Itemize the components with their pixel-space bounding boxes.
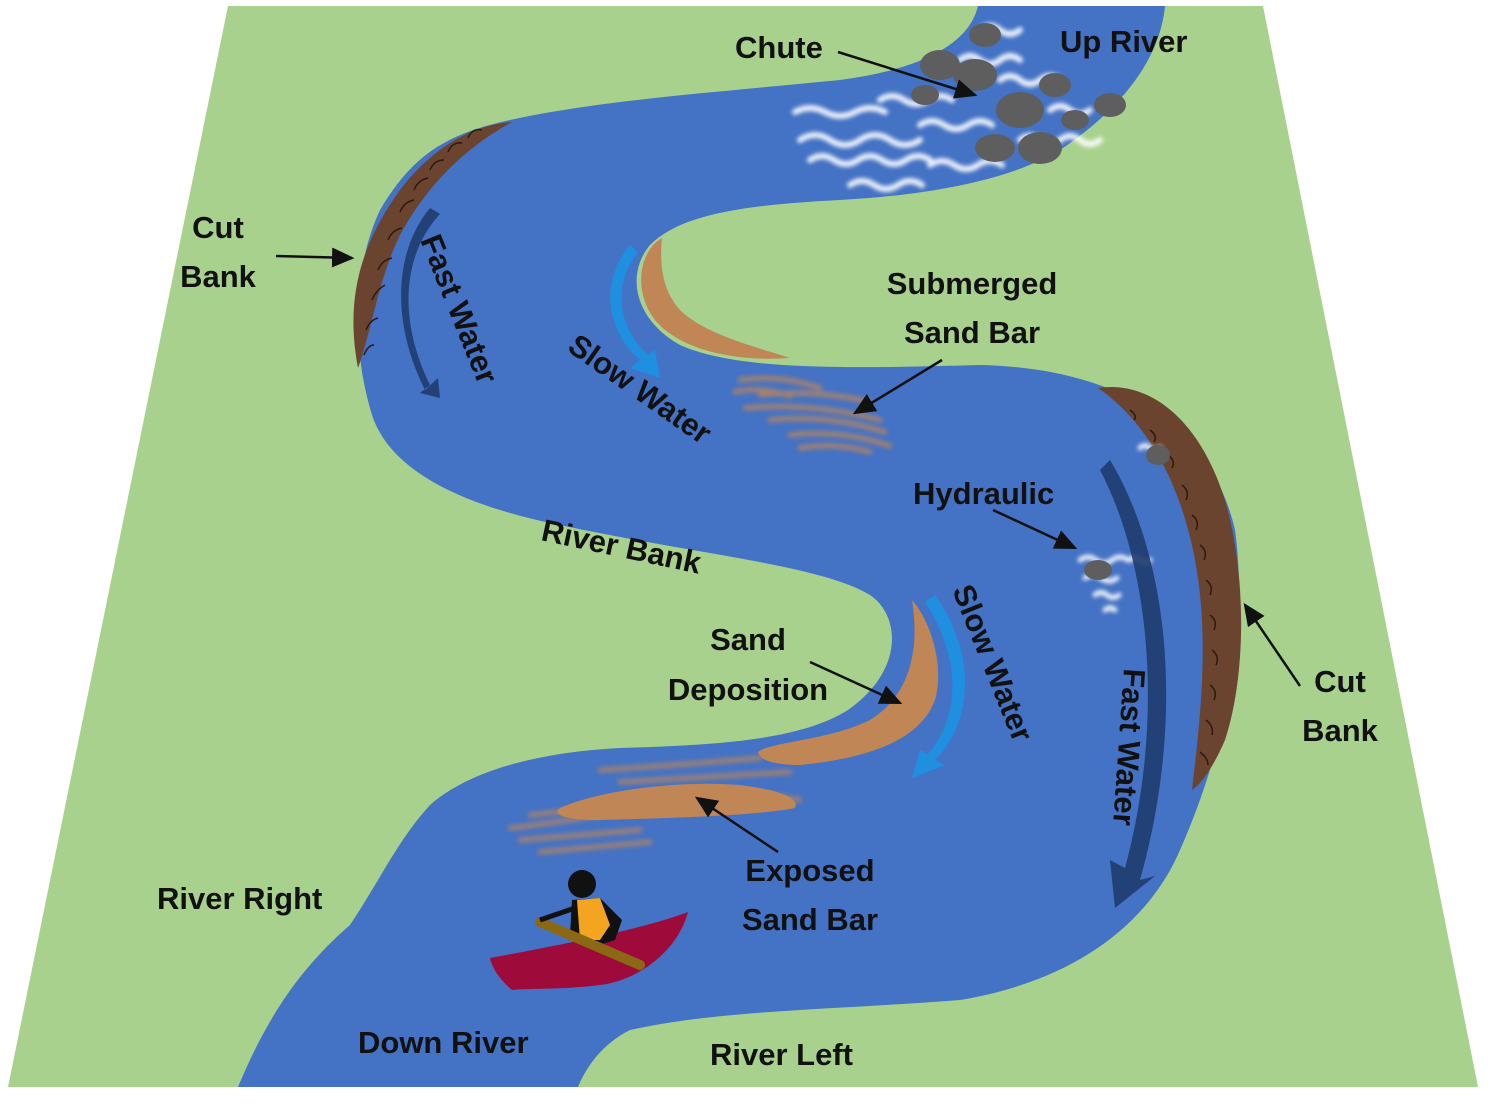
cut-bank-tick <box>365 317 379 331</box>
label-submerged-1: Submerged <box>887 266 1058 301</box>
sand-streak <box>742 404 883 423</box>
sand-deposit-lower <box>758 600 939 765</box>
rock <box>996 92 1044 128</box>
cut-bank-tick <box>467 128 483 139</box>
rock <box>1094 93 1126 117</box>
river-water <box>238 6 1239 1087</box>
sand-streak <box>527 802 623 818</box>
rock <box>920 50 960 80</box>
cut-bank-tick <box>387 227 403 241</box>
cut-bank-tick <box>1149 429 1157 443</box>
label-sand-deposition-2: Deposition <box>668 672 828 707</box>
foam-streak <box>877 93 955 107</box>
label-river-right: River Right <box>157 881 322 916</box>
sand-streak <box>797 443 873 455</box>
rock <box>911 85 939 105</box>
life-vest <box>577 898 610 940</box>
cut-bank-tick <box>1199 751 1209 766</box>
label-up-river: Up River <box>1060 24 1187 59</box>
cut-bank-right <box>1098 386 1242 790</box>
fast-water-arrow-upper <box>401 208 440 398</box>
rock <box>975 134 1015 162</box>
label-cut-bank-right-2: Bank <box>1302 713 1379 748</box>
cut-bank-tick <box>377 257 393 271</box>
slow-water-arrow-upper <box>610 245 660 378</box>
rock <box>1061 110 1089 130</box>
sand-streak <box>517 827 643 843</box>
label-hydraulic: Hydraulic <box>913 476 1054 511</box>
sand-deposition-arrow <box>809 660 903 705</box>
chute-arrow <box>837 50 978 99</box>
label-cut-bank-right-1: Cut <box>1314 664 1366 699</box>
exposed-sand-bar <box>507 755 803 855</box>
label-exposed-1: Exposed <box>745 853 874 888</box>
cut-bank-tick <box>363 344 375 356</box>
sand-deposit-upper <box>641 238 790 359</box>
chute-rocks <box>911 23 1126 164</box>
hydraulic-arrow <box>992 508 1078 550</box>
sand-streak <box>732 387 793 399</box>
cut-bank-tick <box>399 199 415 213</box>
cut-bank-tick <box>1209 684 1217 701</box>
label-sand-deposition-1: Sand <box>710 622 786 657</box>
foam-streak <box>1092 590 1122 600</box>
cut-bank-left-arrow <box>275 247 355 268</box>
cut-bank-tick <box>371 284 386 301</box>
rock <box>1039 73 1071 97</box>
submerged-sand-bar <box>732 375 893 455</box>
foam-streak <box>847 178 925 192</box>
fast-water-arrow-lower <box>1100 460 1167 908</box>
cut-bank-tick <box>1191 514 1199 531</box>
hydraulic-rock <box>1084 560 1112 580</box>
foam-streak <box>797 132 923 148</box>
rock <box>969 23 1001 47</box>
rock <box>953 59 997 91</box>
sand-streak <box>537 839 653 855</box>
label-down-river: Down River <box>358 1025 529 1060</box>
cut-bank-tick <box>447 142 463 153</box>
label-chute: Chute <box>735 30 823 65</box>
sand-streak <box>767 416 888 435</box>
paddler-arm <box>539 905 576 923</box>
cut-bank-right-arrow <box>1243 602 1302 687</box>
sand-streak <box>737 375 823 391</box>
foam-streak <box>807 153 933 167</box>
label-river-left: River Left <box>710 1037 853 1072</box>
cut-bank-tick <box>413 177 429 191</box>
cut-bank-tick <box>1199 544 1207 561</box>
cut-bank-tick <box>1129 409 1137 421</box>
cut-bank-left-texture <box>363 128 483 356</box>
foam-streak <box>1102 605 1118 613</box>
foam-streak <box>792 105 888 119</box>
label-submerged-2: Sand Bar <box>904 315 1040 350</box>
sand-streak <box>507 812 603 831</box>
rock <box>1018 132 1062 164</box>
label-exposed-2: Sand Bar <box>742 902 878 937</box>
cut-bank-tick <box>1205 719 1214 736</box>
cut-bank-tick <box>1181 484 1189 501</box>
paddler-head <box>568 870 596 898</box>
exposed-arrow <box>694 796 779 854</box>
sand-streak <box>697 790 803 803</box>
canoe-hull <box>490 912 688 990</box>
sand-streak <box>787 430 893 449</box>
canoe-with-paddler <box>490 870 688 990</box>
paddle-shaft <box>535 917 645 970</box>
cut-bank-tick <box>1205 579 1213 596</box>
sand-streak <box>597 755 763 773</box>
cut-bank-tick <box>1211 649 1219 666</box>
label-cut-bank-left-2: Bank <box>180 259 257 294</box>
cut-bank-tick <box>1209 614 1217 631</box>
submerged-arrow <box>852 358 943 415</box>
small-rock <box>1146 445 1170 465</box>
cut-bank-tick <box>429 159 445 171</box>
cut-bank-left <box>353 122 512 368</box>
slow-water-arrow-lower <box>912 595 965 778</box>
label-cut-bank-left-1: Cut <box>192 210 244 245</box>
sand-streak <box>617 769 793 785</box>
foam-streak <box>917 118 995 132</box>
